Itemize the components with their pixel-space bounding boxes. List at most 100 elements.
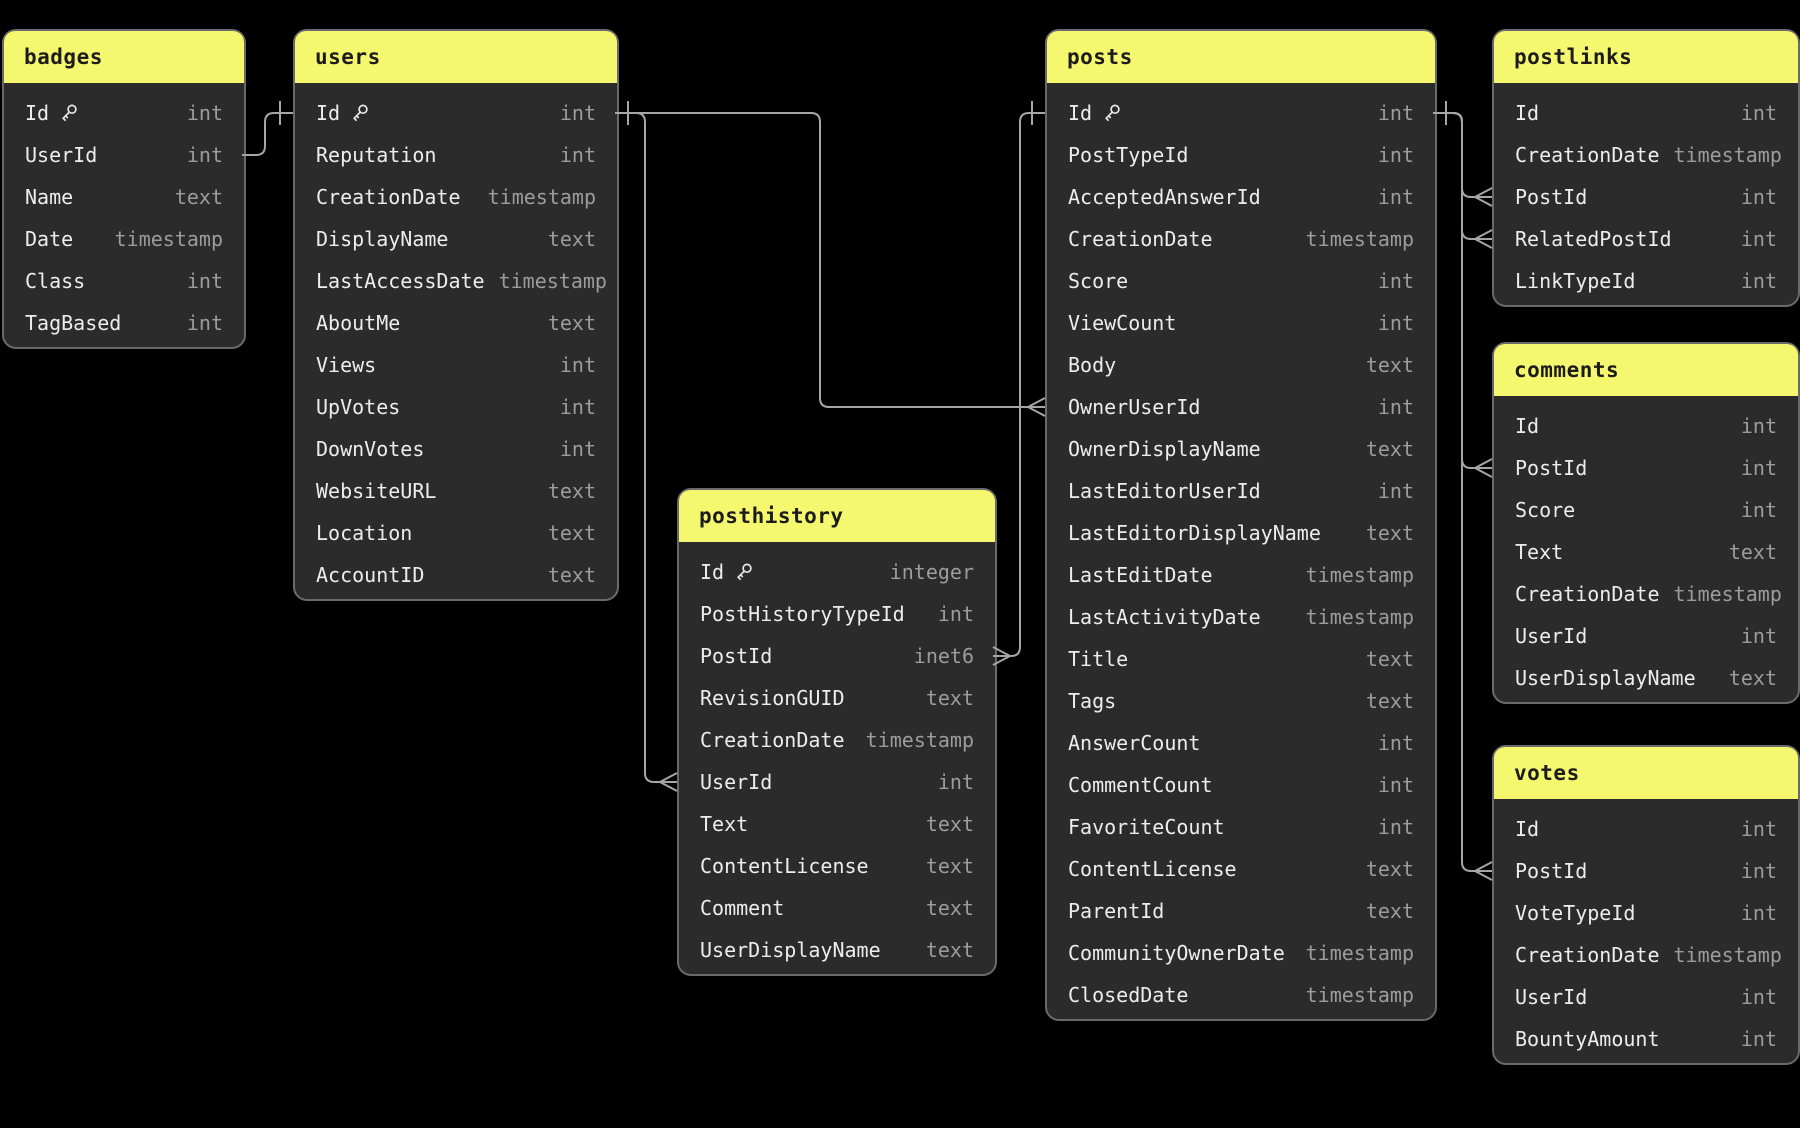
table-header-posts[interactable]: posts	[1047, 31, 1435, 83]
field-name: Id	[700, 560, 754, 584]
field-type: text	[1728, 540, 1777, 564]
field-type: timestamp	[1305, 227, 1414, 251]
field-name: Comment	[700, 896, 785, 920]
table-header-postlinks[interactable]: postlinks	[1494, 31, 1798, 83]
field-type: int	[559, 353, 596, 377]
field-name: WebsiteURL	[316, 479, 437, 503]
field-type: text	[547, 311, 596, 335]
field-name: Tags	[1068, 689, 1117, 713]
table-header-posthistory[interactable]: posthistory	[679, 490, 995, 542]
field-type: int	[1377, 731, 1414, 755]
table-header-votes[interactable]: votes	[1494, 747, 1798, 799]
field-name: LastAccessDate	[316, 269, 485, 293]
table-header-badges[interactable]: badges	[4, 31, 244, 83]
field-name: UserId	[700, 770, 773, 794]
field-type: int	[186, 101, 223, 125]
field-type: int	[1377, 311, 1414, 335]
table-header-comments[interactable]: comments	[1494, 344, 1798, 396]
field-name: RevisionGUID	[700, 686, 845, 710]
table-header-users[interactable]: users	[295, 31, 617, 83]
field-type: int	[937, 602, 974, 626]
field-type: int	[1740, 414, 1777, 438]
primary-key-icon	[737, 563, 752, 581]
